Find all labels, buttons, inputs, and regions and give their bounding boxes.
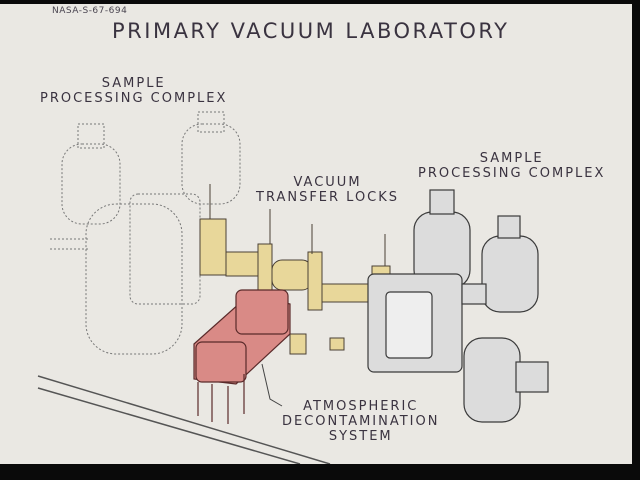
label-line: TRANSFER LOCKS [256, 190, 400, 205]
document-id: NASA-S-67-694 [52, 6, 128, 16]
decontamination-system [193, 289, 291, 424]
label-line: PROCESSING COMPLEX [418, 166, 606, 181]
label-atmospheric-decontamination: ATMOSPHERIC DECONTAMINATION SYSTEM [282, 399, 439, 444]
page-title: PRIMARY VACUUM LABORATORY [112, 19, 510, 43]
right-processing-complex [367, 189, 549, 423]
label-line: ATMOSPHERIC [303, 399, 419, 414]
label-line: SAMPLE [101, 76, 166, 91]
label-line: SAMPLE [479, 151, 544, 166]
lab-illustration [37, 111, 549, 464]
label-sample-processing-left: SAMPLE PROCESSING COMPLEX [40, 76, 227, 106]
label-line: SYSTEM [328, 429, 393, 444]
label-line: DECONTAMINATION [282, 414, 440, 429]
label-vacuum-transfer-locks: VACUUM TRANSFER LOCKS [256, 175, 399, 205]
callout-line [261, 363, 283, 407]
label-line: VACUUM [293, 175, 362, 190]
label-line: PROCESSING COMPLEX [40, 91, 228, 106]
label-sample-processing-right: SAMPLE PROCESSING COMPLEX [418, 151, 605, 181]
floor-lines [37, 375, 331, 464]
diagram-sheet: NASA-S-67-694 PRIMARY VACUUM LABORATORY … [0, 4, 632, 464]
